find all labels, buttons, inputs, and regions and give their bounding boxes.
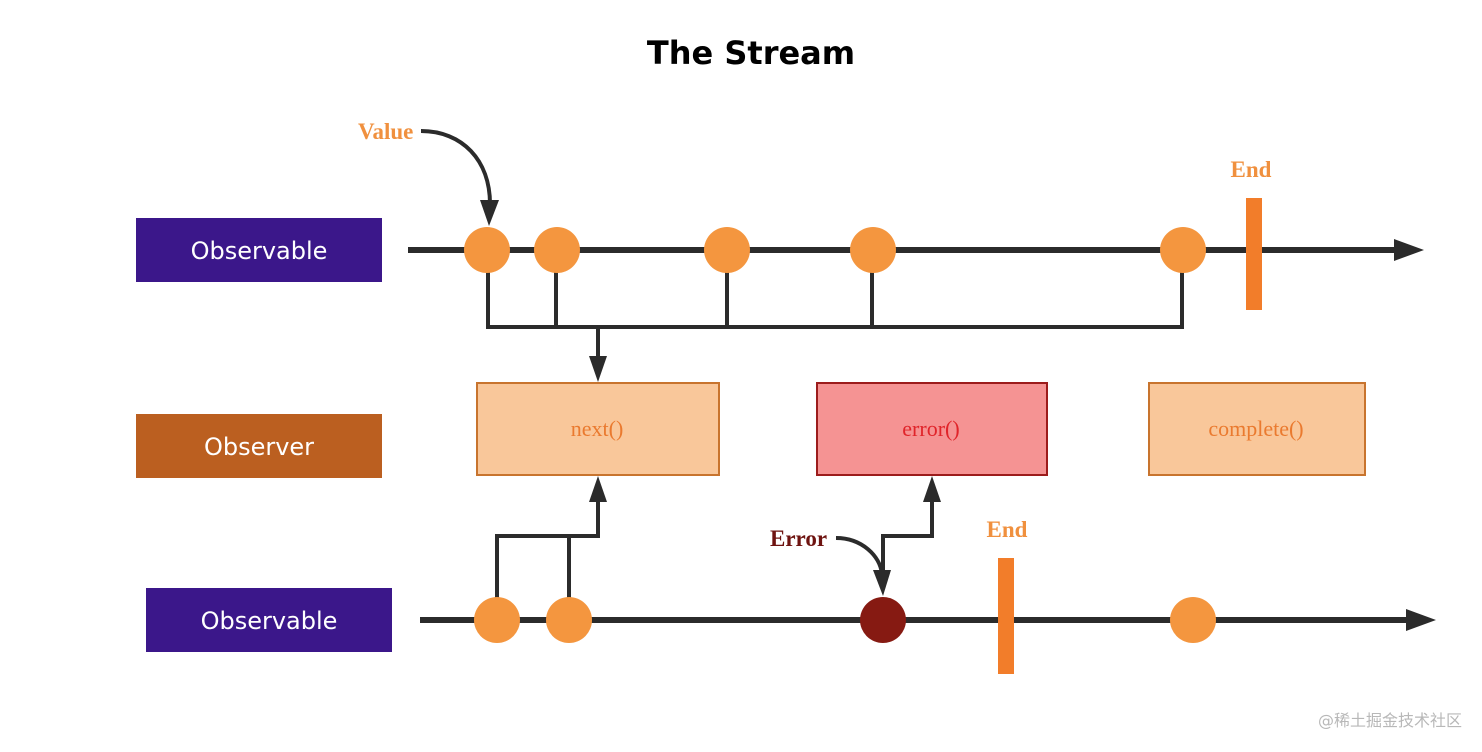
top-marbles <box>464 227 1206 273</box>
complete-box <box>1148 382 1366 476</box>
watermark: @稀土掘金技术社区 <box>1318 711 1462 730</box>
arrow-down-to-next-icon <box>589 356 607 382</box>
observer-box <box>136 414 382 478</box>
top-end-label: End <box>1231 157 1272 182</box>
next-label: next() <box>571 416 624 441</box>
top-timeline-arrow-icon <box>1394 239 1424 261</box>
next-method-box: next() <box>476 382 720 476</box>
bottom-end-bar <box>998 558 1014 674</box>
error-label: error() <box>902 416 959 441</box>
bottom-end-label: End <box>987 517 1028 542</box>
error-annotation-label: Error <box>770 526 827 551</box>
bottom-observable-box <box>146 588 392 652</box>
top-observable-label: Observable <box>191 237 328 265</box>
arrow-up-to-error-icon <box>923 476 941 502</box>
top-observable-box <box>136 218 382 282</box>
error-method-box: error() <box>816 382 1048 476</box>
bottom-observable-label: Observable <box>201 607 338 635</box>
observer-label-box: Observer <box>136 414 382 478</box>
error-marble <box>860 597 906 643</box>
bottom-timeline-arrow-icon <box>1406 609 1436 631</box>
top-end-bar <box>1246 198 1262 310</box>
error-annotation-curve <box>835 536 884 575</box>
top-connectors <box>486 250 1184 360</box>
value-marble <box>464 227 510 273</box>
complete-method-box: complete() <box>1148 382 1366 476</box>
value-marble <box>850 227 896 273</box>
value-annotation-arrow-icon <box>480 200 499 226</box>
value-marble <box>474 597 520 643</box>
value-annotation-label: Value <box>358 119 413 144</box>
value-annotation-curve <box>420 129 492 205</box>
bottom-observable-label-box: Observable <box>146 588 392 652</box>
value-marble <box>534 227 580 273</box>
next-box <box>476 382 720 476</box>
observer-label: Observer <box>204 433 314 461</box>
value-marble <box>1170 597 1216 643</box>
value-marble <box>1160 227 1206 273</box>
error-box <box>816 382 1048 476</box>
top-observable-label-box: Observable <box>136 218 382 282</box>
diagram-title: The Stream <box>647 34 855 72</box>
value-marble <box>546 597 592 643</box>
arrow-up-to-next-icon <box>589 476 607 502</box>
error-annotation-arrow-icon <box>873 570 891 596</box>
value-marble <box>704 227 750 273</box>
bottom-marbles <box>474 597 1216 643</box>
complete-label: complete() <box>1208 416 1303 441</box>
